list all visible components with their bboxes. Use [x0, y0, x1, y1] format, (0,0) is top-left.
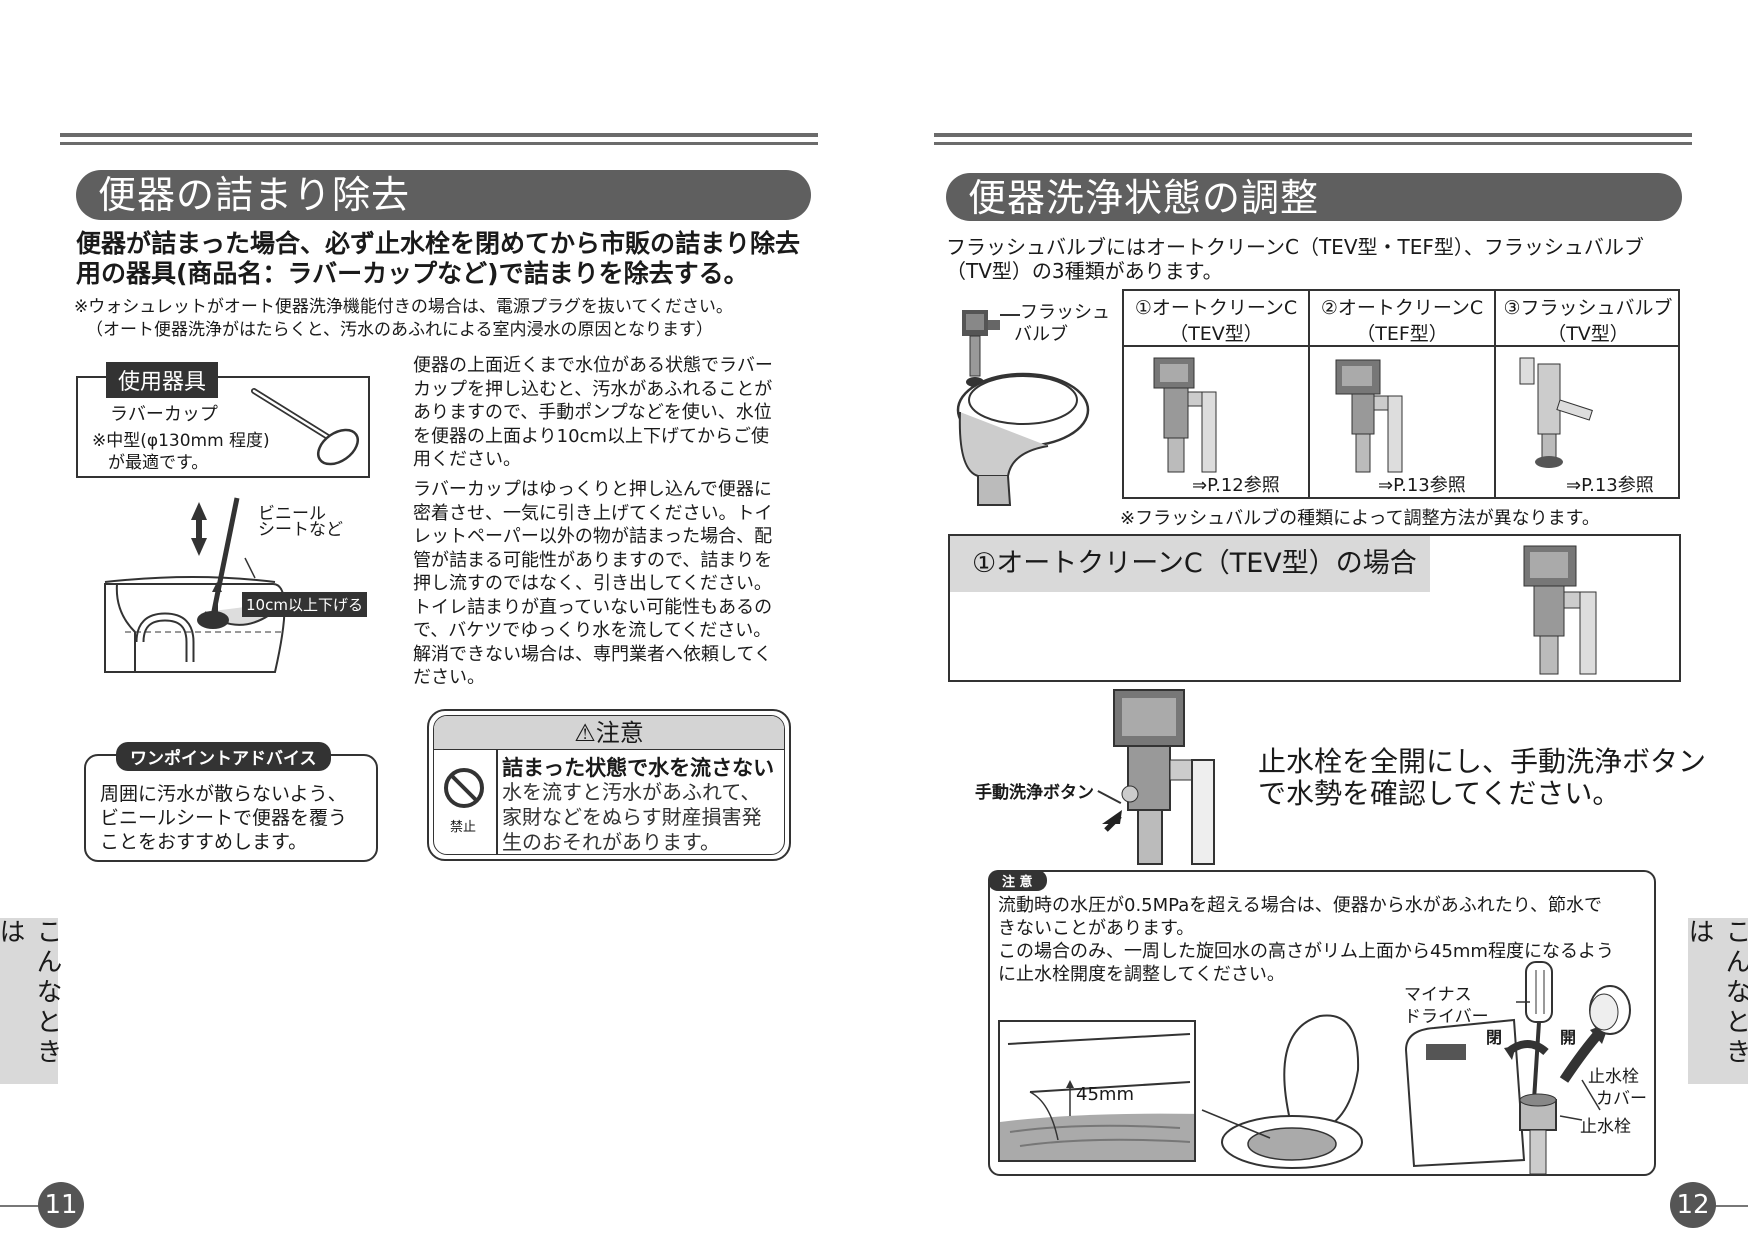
driver-label: ドライバー [1404, 1007, 1489, 1027]
toilet-illustration [956, 310, 1090, 506]
tool-name: ラバーカップ [110, 404, 218, 425]
water-level-diagram [1000, 1033, 1194, 1160]
tool-size: ※中型(φ130mm 程度) [92, 431, 270, 451]
page-reference: ⇒P.12参照 [1192, 475, 1280, 496]
table-header-row [1124, 291, 1678, 347]
instruction-paragraph: ラバーカップはゆっくりと押し込んで便器に 密着させ、一気に引き上げてください。ト… [413, 479, 773, 688]
intro-text: フラッシュバルブにはオートクリーンC（TEV型・TEF型）、フラッシュバルブ [946, 235, 1644, 259]
type-name: ①オートクリーンC [1134, 297, 1298, 319]
prohibited-icon [444, 768, 484, 808]
lead-text: 用の器具(商品名：ラバーカップなど)で詰まりを除去する。 [76, 259, 749, 288]
stop-valve-adjustment-diagram [1404, 961, 1631, 1175]
page-number: 11 [38, 1182, 84, 1228]
table-divider [1494, 291, 1496, 497]
top-rule [60, 133, 818, 137]
flush-valve-label: バルブ [1014, 324, 1068, 345]
page-title: 便器の詰まり除去 [76, 170, 811, 220]
toilet-bowl-sketch [1201, 1014, 1363, 1169]
depth-label: 10cm以上下げる [242, 592, 367, 617]
driver-label: マイナス [1404, 985, 1472, 1005]
top-rule [934, 133, 1692, 137]
sheet-label: シートなど [258, 520, 343, 540]
side-tab: こんなときは [1684, 918, 1748, 1084]
advice-heading: ワンポイントアドバイス [116, 742, 331, 771]
caution-text: 水を流すと汚水があふれて、 家財などをぬらす財産損害発 生のおそれがあります。 [502, 780, 762, 854]
page-number: 12 [1670, 1182, 1716, 1228]
manual-flush-illustration [1102, 689, 1215, 865]
types-note: ※フラッシュバルブの種類によって調整方法が異なります。 [1120, 508, 1600, 529]
water-level-inset: 45mm [998, 1020, 1196, 1162]
tv-valve-illustration [1519, 357, 1593, 468]
page-reference: ⇒P.13参照 [1566, 475, 1654, 496]
side-tab: こんなときは [0, 918, 62, 1084]
instruction-text: で水勢を確認してください。 [1258, 777, 1621, 810]
flush-valve-label: フラッシュ [1020, 302, 1110, 323]
caution-divider [496, 750, 498, 854]
tool-size: が最適です。 [108, 453, 209, 473]
instruction-text: 止水栓を全開にし、手動洗浄ボタン [1258, 745, 1707, 778]
close-label: 閉 [1486, 1028, 1503, 1047]
footer-line [1710, 1205, 1748, 1207]
measure-label: 45mm [1076, 1084, 1134, 1105]
page-reference: ⇒P.13参照 [1378, 475, 1466, 496]
stop-valve-label: 止水栓 [1580, 1117, 1631, 1137]
caution-box [988, 870, 1656, 1176]
lead-text: 便器が詰まった場合、必ず止水栓を閉めてから市販の詰まり除去 [76, 229, 801, 258]
caution-inner: ⚠注意 [433, 715, 785, 855]
top-rule [934, 142, 1692, 145]
section-box [948, 534, 1681, 682]
caution-text: 流動時の水圧が0.5MPaを超える場合は、便器から水があふれたり、節水で きない… [998, 895, 1614, 985]
type-name: ②オートクリーンC [1320, 297, 1484, 319]
caution-heading: ⚠注意 [434, 716, 784, 750]
type-model: （TEF型） [1356, 323, 1448, 345]
tool-box [76, 376, 370, 478]
tev-valve-illustration [1153, 357, 1217, 473]
valve-types-table: ①オートクリーンC （TEV型） ②オートクリーンC （TEF型） ③フラッシュ… [1122, 289, 1680, 499]
tev-valve-illustration [1523, 545, 1597, 675]
manual-button-label: 手動洗浄ボタン [975, 783, 1094, 803]
sheet-label: ビニール [258, 504, 326, 524]
top-rule [60, 142, 818, 145]
warning-note: ※ウォシュレットがオート便器洗浄機能付きの場合は、電源プラグを抜いてください。 [74, 297, 733, 317]
page-title: 便器洗浄状態の調整 [946, 173, 1682, 221]
section-heading: ①オートクリーンC（TEV型）の場合 [950, 536, 1430, 592]
valve-pointer-line [1000, 314, 1020, 316]
footer-line [0, 1205, 40, 1207]
table-divider [1308, 291, 1310, 497]
open-label: 開 [1560, 1028, 1577, 1047]
type-name: ③フラッシュバルブ [1503, 297, 1673, 319]
caution-title: 詰まった状態で水を流さない [502, 756, 775, 780]
tool-heading: 使用器具 [106, 362, 219, 398]
valve-cover-label: カバー [1596, 1089, 1647, 1109]
prohibited-label: 禁止 [450, 820, 477, 835]
caution-badge: 注 意 [988, 870, 1047, 891]
type-model: （TV型） [1547, 323, 1629, 345]
valve-cover-label: 止水栓 [1588, 1067, 1639, 1087]
advice-text: 周囲に汚水が散らないよう、 ビニールシートで便器を覆う ことをおすすめします。 [100, 783, 348, 853]
intro-text: （TV型）の3種類があります。 [946, 259, 1223, 283]
type-model: （TEV型） [1169, 323, 1263, 345]
tef-valve-illustration [1335, 359, 1403, 473]
plunger-icon [251, 388, 359, 466]
instruction-paragraph: 便器の上面近くまで水位がある状態でラバー カップを押し込むと、汚水があふれること… [413, 355, 773, 470]
warning-note: （オート便器洗浄がはたらくと、汚水のあふれによる室内浸水の原因となります） [86, 320, 713, 340]
